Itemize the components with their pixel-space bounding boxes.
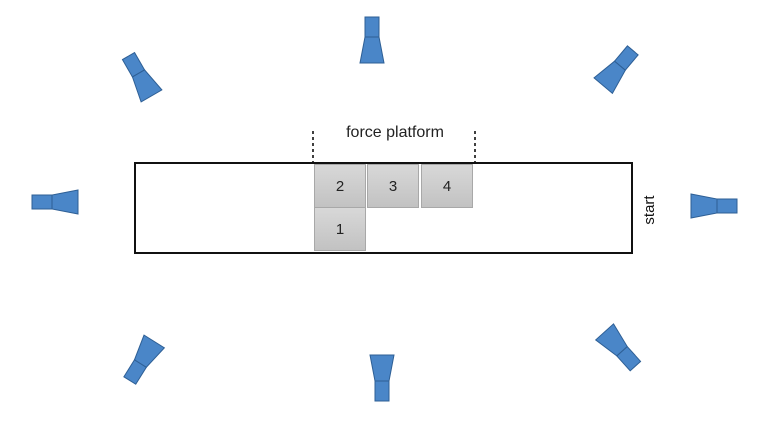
camera-icon [594,323,642,372]
camera-icon [690,193,738,219]
start-label: start [641,195,658,225]
plate-2: 2 [314,164,366,208]
camera-icon [369,354,395,402]
plate-3: 3 [367,164,419,208]
camera-icon [31,189,79,215]
force-platform-label: force platform [346,124,444,141]
walkway [134,162,633,254]
camera-icon [593,45,639,95]
camera-icon [359,16,385,64]
camera-icon [121,51,163,103]
plate-4: 4 [421,164,473,208]
camera-icon [123,334,166,385]
plate-1: 1 [314,207,366,251]
